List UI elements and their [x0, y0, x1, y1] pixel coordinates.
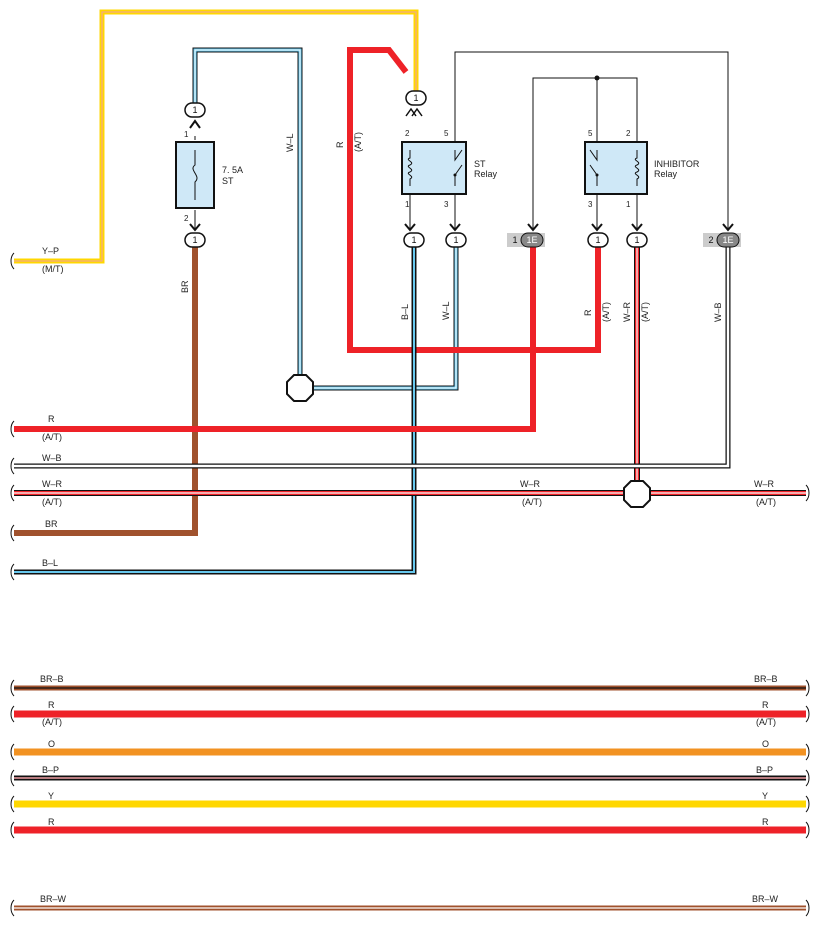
connector-inh-right: 1	[626, 223, 648, 248]
svg-text:1: 1	[192, 235, 197, 245]
svg-text:2: 2	[708, 235, 713, 245]
wire-r-at	[14, 246, 536, 432]
bw-right-sub: (A/T)	[756, 717, 776, 727]
splice-dot	[594, 75, 600, 81]
connector-st-left: 1	[403, 223, 425, 248]
label-br-vert: BR	[180, 280, 190, 293]
st-relay-pin: 5	[444, 129, 449, 138]
bw-sub: (A/T)	[42, 717, 62, 727]
wr-right-label: W–R	[754, 479, 775, 489]
bw-label: B–P	[42, 765, 59, 775]
label-mt: (M/T)	[42, 264, 64, 274]
bw-right-label: Y	[762, 791, 768, 801]
connector-st-right: 1	[445, 223, 467, 248]
fuse-pin-bottom: 2	[184, 214, 189, 223]
inhibitor-pin: 2	[626, 129, 631, 138]
connector-inh-left: 1	[587, 223, 609, 248]
wire-y-p	[14, 9, 419, 264]
label-wl-vert: W–L	[441, 301, 451, 320]
wire-b-l	[14, 246, 417, 575]
st-relay-name: ST	[474, 159, 486, 169]
row-label: R	[48, 414, 55, 424]
label-yp: Y–P	[42, 246, 59, 256]
row-label: W–B	[42, 453, 62, 463]
inhibitor-relay-name-2: Relay	[654, 169, 678, 179]
svg-text:1E: 1E	[722, 235, 733, 245]
st-relay-pin: 2	[405, 129, 410, 138]
bw-right-label: R	[762, 817, 769, 827]
svg-text:1: 1	[634, 235, 639, 245]
bw-label: Y	[48, 791, 54, 801]
wire-w-l-top	[192, 47, 459, 391]
fuse-pin-top: 1	[184, 130, 189, 139]
connector-1e-b: 2 1E	[703, 223, 741, 248]
label-at-wr-vert: (A/T)	[640, 302, 650, 322]
label-at-top: (A/T)	[353, 132, 363, 152]
junction-wr	[623, 480, 651, 508]
wr-right-sub: (A/T)	[756, 497, 776, 507]
bw-right-label: R	[762, 700, 769, 710]
row-label: BR	[45, 519, 58, 529]
bw-label: BR–W	[40, 894, 67, 904]
st-relay-name-2: Relay	[474, 169, 498, 179]
svg-text:1: 1	[512, 235, 517, 245]
row-sub: (A/T)	[42, 497, 62, 507]
wr-mid-sub: (A/T)	[522, 497, 542, 507]
row-label: B–L	[42, 558, 58, 568]
fuse-name: ST	[222, 176, 234, 186]
bw-label: BR–B	[40, 674, 64, 684]
svg-text:1: 1	[192, 105, 197, 115]
svg-text:1: 1	[453, 235, 458, 245]
label-wl-top: W–L	[285, 133, 295, 152]
wire-thin-st5	[454, 51, 729, 230]
svg-text:1: 1	[595, 235, 600, 245]
label-wb-vert: W–B	[713, 302, 723, 322]
connector-1e-a: 1 1E	[507, 223, 545, 248]
wire-end-brackets	[10, 252, 810, 917]
wire-w-b-vert	[14, 246, 731, 469]
inhibitor-relay: INHIBITOR Relay 5 2 3 1	[584, 129, 700, 209]
bw-label: R	[48, 817, 55, 827]
bw-label: R	[48, 700, 55, 710]
wire-r-at-loop	[347, 47, 601, 353]
inhibitor-pin: 5	[588, 129, 593, 138]
svg-text:1E: 1E	[526, 235, 537, 245]
bw-right-label: BR–B	[754, 674, 778, 684]
inhibitor-pin: 3	[588, 200, 593, 209]
bw-label: O	[48, 739, 55, 749]
svg-text:1: 1	[411, 235, 416, 245]
wr-mid-label: W–R	[520, 479, 541, 489]
inhibitor-relay-name: INHIBITOR	[654, 159, 700, 169]
connector-fuse-top: 1	[184, 102, 206, 129]
label-r-top: R	[335, 141, 345, 148]
label-bl-vert: B–L	[400, 304, 410, 320]
bw-right-label: BR–W	[752, 894, 779, 904]
label-wr-vert: W–R	[622, 302, 632, 323]
junction-wl	[286, 374, 314, 402]
label-at-r-vert: (A/T)	[601, 302, 611, 322]
inhibitor-pin: 1	[626, 200, 631, 209]
connector-yp-top: 1	[405, 90, 427, 117]
svg-text:1: 1	[413, 93, 418, 103]
wire-br	[14, 246, 198, 536]
fuse-7-5a-st: 7. 5A ST 1 2	[175, 130, 243, 223]
label-r-vert: R	[583, 309, 593, 316]
bw-right-label: O	[762, 739, 769, 749]
st-relay-pin: 3	[444, 200, 449, 209]
connector-fuse-bottom: 1	[184, 223, 206, 248]
st-relay-pin: 1	[405, 200, 410, 209]
wire-thin-inhibitor-top	[532, 77, 638, 230]
row-sub: (A/T)	[42, 432, 62, 442]
st-relay: ST Relay 2 5 1 3	[401, 129, 498, 209]
bw-right-label: B–P	[756, 765, 773, 775]
row-label: W–R	[42, 479, 63, 489]
fuse-rating: 7. 5A	[222, 165, 243, 175]
